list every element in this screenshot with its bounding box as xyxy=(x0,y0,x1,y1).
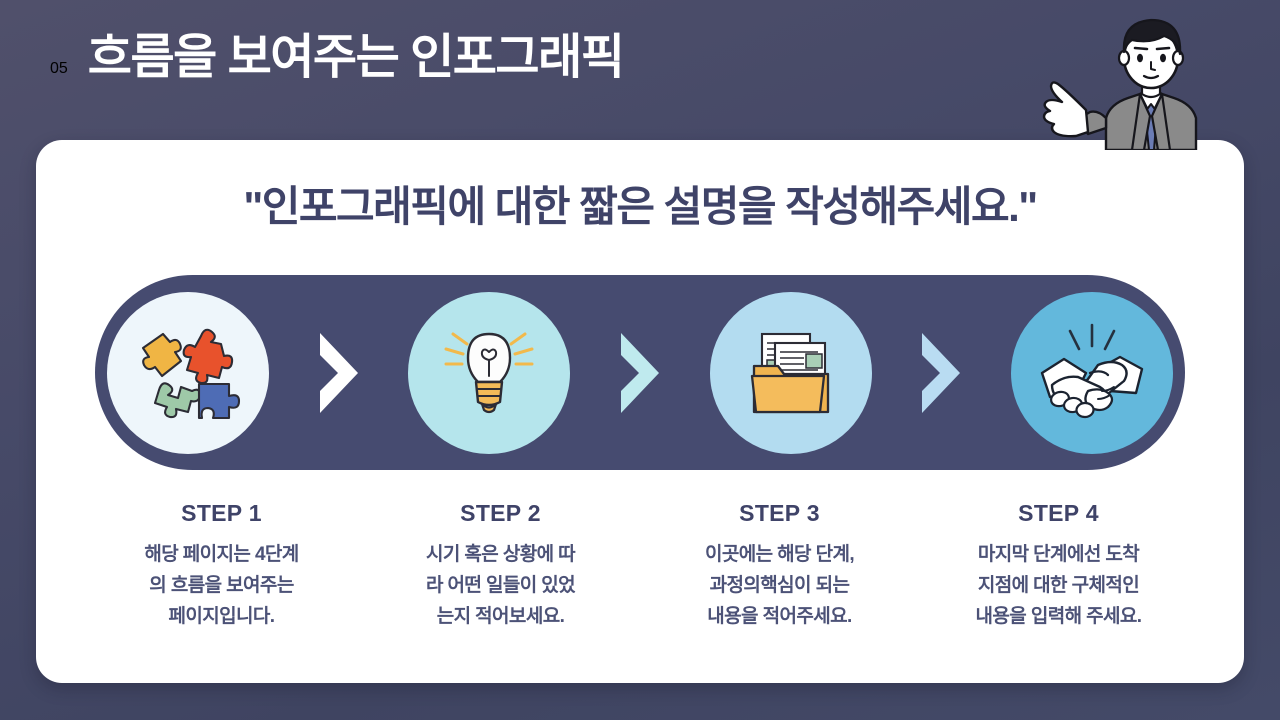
page-title: 흐름을 보여주는 인포그래픽 xyxy=(87,31,625,84)
content-card: "인포그래픽에 대한 짧은 설명을 작성해주세요." xyxy=(36,140,1244,683)
step-label-2: STEP 2 xyxy=(460,500,541,526)
step-description-1: 해당 페이지는 4단계 의 흐름을 보여주는 페이지입니다. xyxy=(144,544,299,627)
step-label-3: STEP 3 xyxy=(739,500,820,526)
chevron-3 xyxy=(914,329,968,417)
folder-documents-icon xyxy=(732,314,850,432)
slide-header: 05 흐름을 보여주는 인포그래픽 xyxy=(50,31,625,84)
flow-steps-row xyxy=(95,275,1185,470)
step-label-4: STEP 4 xyxy=(1018,500,1099,526)
lightbulb-icon xyxy=(430,314,548,432)
quote-text: "인포그래픽에 대한 짧은 설명을 작성해주세요." xyxy=(243,183,1038,230)
step-description-4: 마지막 단계에선 도착 지점에 대한 구체적인 내용을 입력해 주세요. xyxy=(975,544,1143,627)
step-circle-1[interactable] xyxy=(107,291,269,454)
step-description-2: 시기 혹은 상황에 따 라 어떤 일들이 있었 는지 적어보세요. xyxy=(425,544,576,627)
step-circle-2[interactable] xyxy=(408,291,571,454)
handshake-icon xyxy=(1030,311,1154,435)
step-description-3: 이곳에는 해당 단계, 과정의핵심이 되는 내용을 적어주세요. xyxy=(704,544,855,627)
slide-number: 05 xyxy=(50,60,68,77)
puzzle-pieces-icon xyxy=(129,314,247,432)
step-text-4: STEP 4 마지막 단계에선 도착 지점에 대한 구체적인 내용을 입력해 주… xyxy=(932,500,1185,632)
step-circle-4[interactable] xyxy=(1010,291,1173,454)
step-text-1: STEP 1 해당 페이지는 4단계 의 흐름을 보여주는 페이지입니다. xyxy=(95,500,348,632)
chevron-1 xyxy=(312,329,366,417)
step-text-3: STEP 3 이곳에는 해당 단계, 과정의핵심이 되는 내용을 적어주세요. xyxy=(653,500,906,632)
step-text-2: STEP 2 시기 혹은 상황에 따 라 어떤 일들이 있었 는지 적어보세요. xyxy=(374,500,627,632)
step-label-1: STEP 1 xyxy=(181,500,262,526)
presenter-character-icon xyxy=(1036,0,1246,150)
steps-text-row: STEP 1 해당 페이지는 4단계 의 흐름을 보여주는 페이지입니다. ST… xyxy=(95,500,1185,632)
chevron-2 xyxy=(613,329,667,417)
step-circle-3[interactable] xyxy=(709,291,872,454)
